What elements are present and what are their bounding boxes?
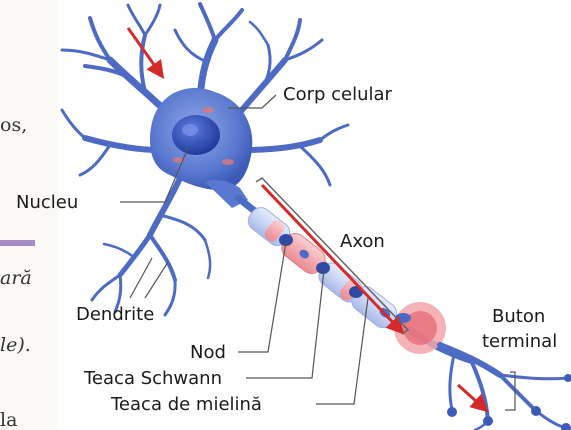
organelle-2 (222, 159, 234, 165)
nucleus (172, 115, 220, 155)
label-axon: Axon (340, 231, 385, 252)
node-of-ranvier-2 (316, 262, 330, 274)
label-nucleus: Nucleu (16, 192, 78, 213)
accent-bar (0, 240, 35, 246)
nucleolus (182, 124, 198, 136)
label-cell-body: Corp celular (283, 84, 393, 105)
label-terminal-line2: terminal (482, 331, 557, 352)
illustration-panel (58, 0, 571, 430)
label-node: Nod (190, 342, 226, 363)
label-dendrites: Dendrite (76, 304, 154, 325)
side-text-4: la (0, 409, 17, 430)
side-text-2: ară (0, 267, 32, 289)
label-schwann: Teaca Schwann (83, 368, 222, 389)
side-text-1: os, (0, 114, 27, 136)
label-terminal-line1: Buton (492, 306, 545, 327)
organelle-1 (202, 107, 214, 113)
side-text-3: le). (0, 334, 31, 356)
label-myelin: Teaca de mielină (110, 394, 262, 415)
